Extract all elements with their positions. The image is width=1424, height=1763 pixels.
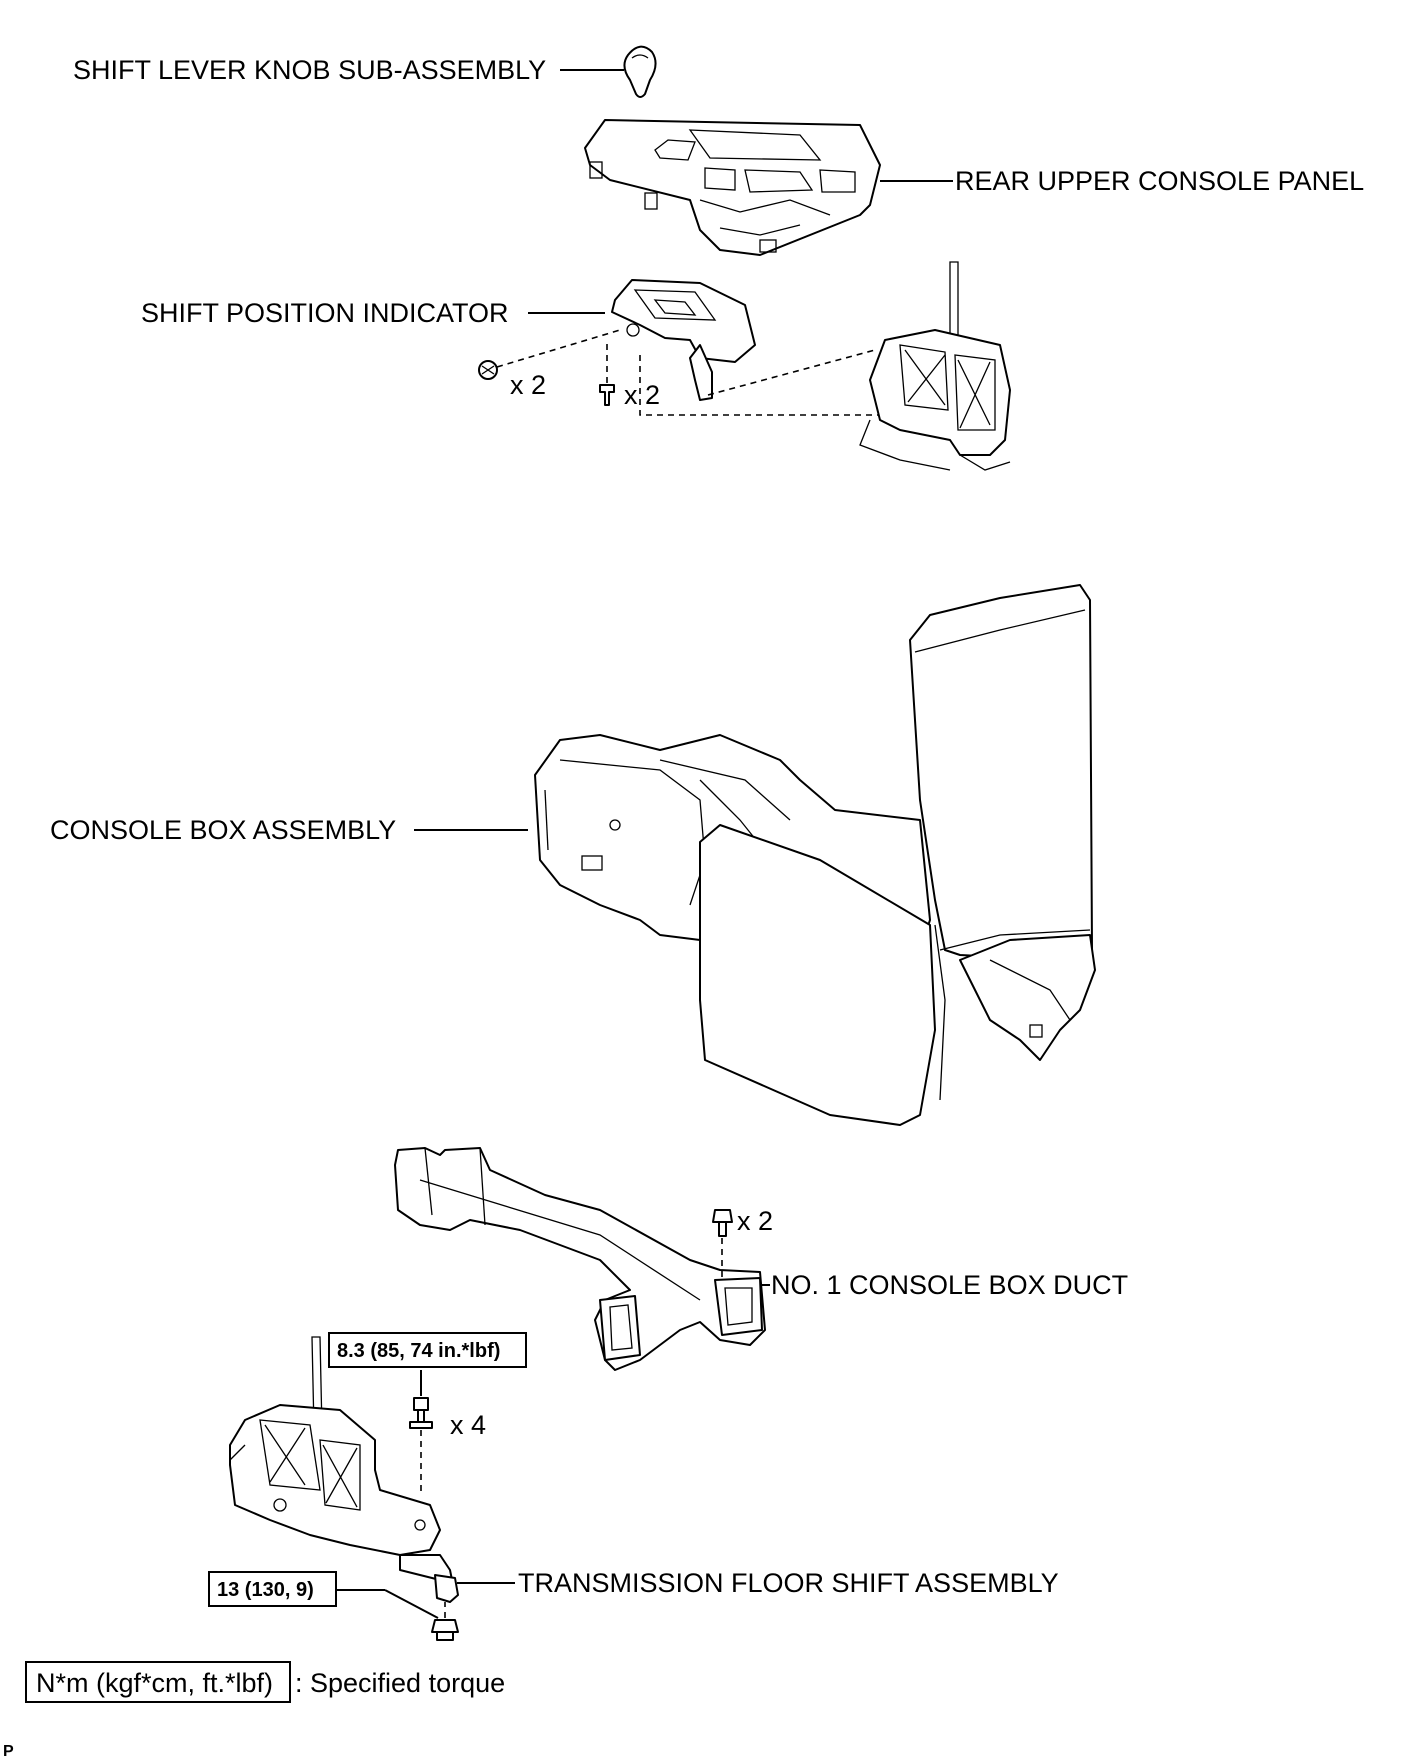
qty-indicator-clip: x 2: [510, 370, 546, 400]
torque-box-shift-bolts: [328, 1332, 527, 1368]
transmission-floor-shift-part: [229, 1336, 459, 1603]
shift-bolt-icon: [409, 1397, 433, 1429]
qty-shift-bolt: x 4: [450, 1410, 486, 1440]
shift-lever-knob-part: [623, 45, 657, 98]
console-box-duct-part: [394, 1147, 766, 1371]
label-shift-lever-knob: SHIFT LEVER KNOB SUB-ASSEMBLY: [73, 55, 546, 85]
qty-duct-bolt: x 2: [737, 1206, 773, 1236]
legend-torque-box: [25, 1661, 291, 1703]
cable-nut-icon: [431, 1619, 459, 1641]
dash-indicator-to-shift: [639, 355, 880, 416]
label-rear-upper-console-panel: REAR UPPER CONSOLE PANEL: [955, 166, 1364, 196]
screw-icon: [599, 384, 615, 406]
clip-icon: [478, 360, 498, 380]
torque-box-cable-nut: [208, 1571, 337, 1607]
legend-description: : Specified torque: [295, 1668, 505, 1698]
leader-torque-nut-2: [384, 1589, 439, 1619]
rear-upper-console-panel-part: [584, 119, 881, 256]
label-console-box-assembly: CONSOLE BOX ASSEMBLY: [50, 815, 396, 845]
torque-shift-bolts: 8.3 (85, 74 in.*lbf): [337, 1340, 500, 1362]
shift-mechanism-preview-part: [859, 261, 1011, 471]
label-transmission-floor-shift: TRANSMISSION FLOOR SHIFT ASSEMBLY: [518, 1568, 1059, 1598]
console-box-assembly-part: [534, 584, 1096, 1126]
duct-bolt-icon: [712, 1209, 733, 1237]
shift-position-indicator-part: [611, 279, 756, 401]
dash-clip-to-indicator: [496, 329, 621, 368]
label-no1-console-box-duct: NO. 1 CONSOLE BOX DUCT: [771, 1270, 1128, 1300]
label-shift-position-indicator: SHIFT POSITION INDICATOR: [141, 298, 509, 328]
legend-box-text: N*m (kgf*cm, ft.*lbf): [36, 1668, 273, 1698]
corner-mark: P: [3, 1743, 14, 1760]
dash-indicator-to-shift-2: [707, 349, 876, 396]
torque-cable-nut: 13 (130, 9): [217, 1579, 314, 1601]
qty-indicator-screw: x 2: [624, 380, 660, 410]
